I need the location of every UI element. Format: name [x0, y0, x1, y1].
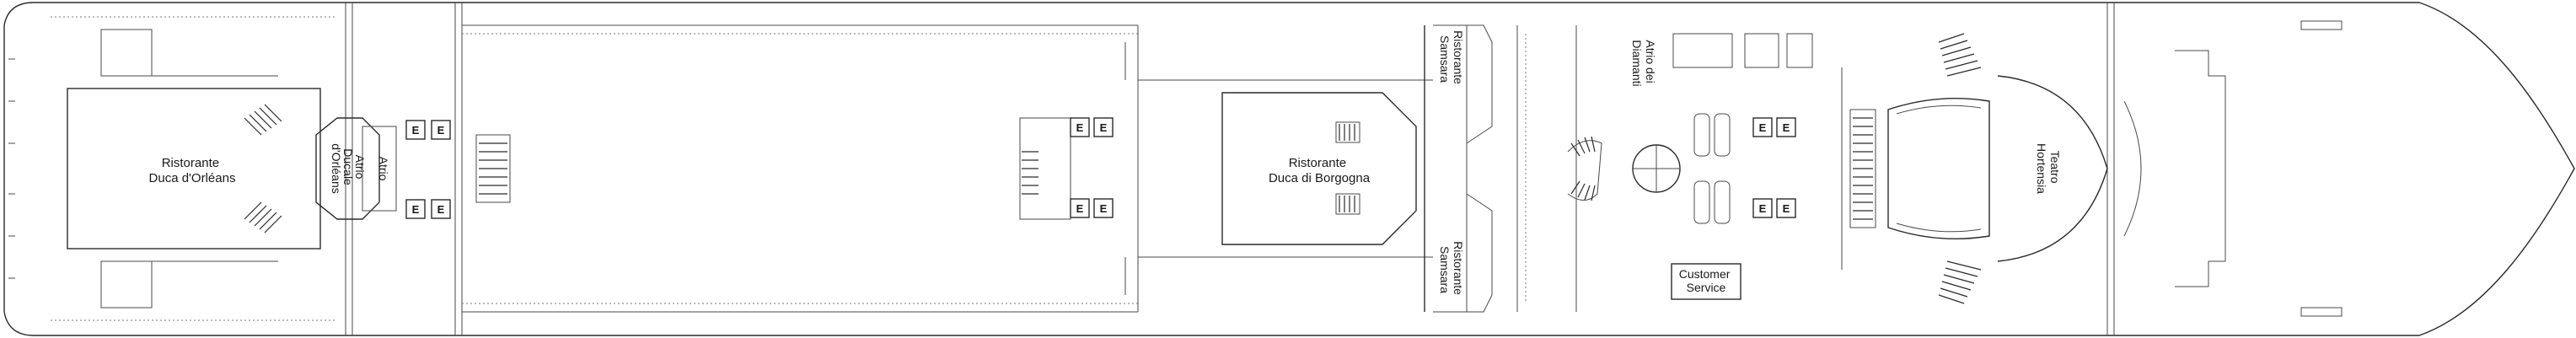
samsara-area: Ristorante Samsara Ristorante Samsara	[1424, 24, 1493, 313]
orleans-stairs-lower	[244, 201, 282, 233]
stairs-left-block	[475, 134, 511, 203]
elevator-icon: E	[1100, 121, 1108, 134]
elevator-icon: E	[1076, 121, 1084, 134]
elevator-icon: E	[412, 124, 420, 137]
elevator-icon: E	[1759, 121, 1767, 134]
elevator-icon	[431, 120, 451, 140]
customer-service-label: Customer Service	[1679, 267, 1734, 294]
elevator-icon	[405, 199, 426, 219]
diamanti-pods	[1693, 113, 1731, 224]
orleans-stairs-upper	[244, 104, 282, 136]
teatro-stairs-left	[1849, 109, 1876, 228]
atrio-diamanti-area: Atrio dei Diamanti Customer Service	[1516, 25, 1813, 312]
elevator-icon: E	[1783, 121, 1790, 134]
ristorante-orleans-label: Ristorante Duca d'Orléans	[149, 156, 236, 185]
elevator-icon: E	[1076, 202, 1084, 215]
stairs-mid-left	[1022, 151, 1038, 195]
elevator-icon: E	[1100, 202, 1108, 215]
teatro-hortensia-area: Teatro Hortensia	[1841, 20, 2343, 317]
elevator-group-mid: E E E E	[1070, 117, 1114, 218]
elevator-icon: E	[412, 203, 420, 216]
samsara-top-label: Ristorante Samsara	[1438, 30, 1465, 88]
teatro-stairs-top	[1938, 33, 1982, 77]
elevator-icon: E	[437, 124, 445, 137]
borgogna-stairs-top	[1335, 121, 1360, 143]
elevator-group-left: E E E E	[405, 120, 451, 219]
teatro-hortensia-label: Teatro Hortensia	[2035, 143, 2062, 194]
elevator-icon: E	[437, 203, 445, 216]
borgogna-restaurant-area: Ristorante Duca di Borgogna	[1019, 42, 1433, 295]
atrio-left-area: Atrio Ducale d'Orléans Atrio	[315, 117, 397, 220]
atrio-diamanti-label: Atrio dei Diamanti	[1630, 40, 1657, 86]
elevator-icon	[431, 199, 451, 219]
samsara-bottom-label: Ristorante Samsara	[1438, 241, 1465, 298]
teatro-stairs-bottom	[1938, 260, 1982, 304]
ristorante-borgogna-label: Ristorante Duca di Borgogna	[1269, 156, 1371, 185]
elevator-icon: E	[1759, 202, 1767, 215]
borgogna-stairs-bottom	[1335, 193, 1360, 215]
orleans-restaurant-area: Ristorante Duca d'Orléans	[51, 16, 337, 321]
elevator-icon	[405, 120, 426, 140]
customer-service-desk	[1671, 263, 1741, 300]
atrio-label-small: Atrio	[377, 157, 390, 181]
elevator-icon: E	[1783, 202, 1790, 215]
elevator-group-diamanti: E E E E	[1752, 117, 1796, 218]
diamanti-curved-stairs	[1570, 136, 1596, 201]
atrio-ducale-label: Atrio Ducale d'Orléans	[330, 143, 367, 193]
